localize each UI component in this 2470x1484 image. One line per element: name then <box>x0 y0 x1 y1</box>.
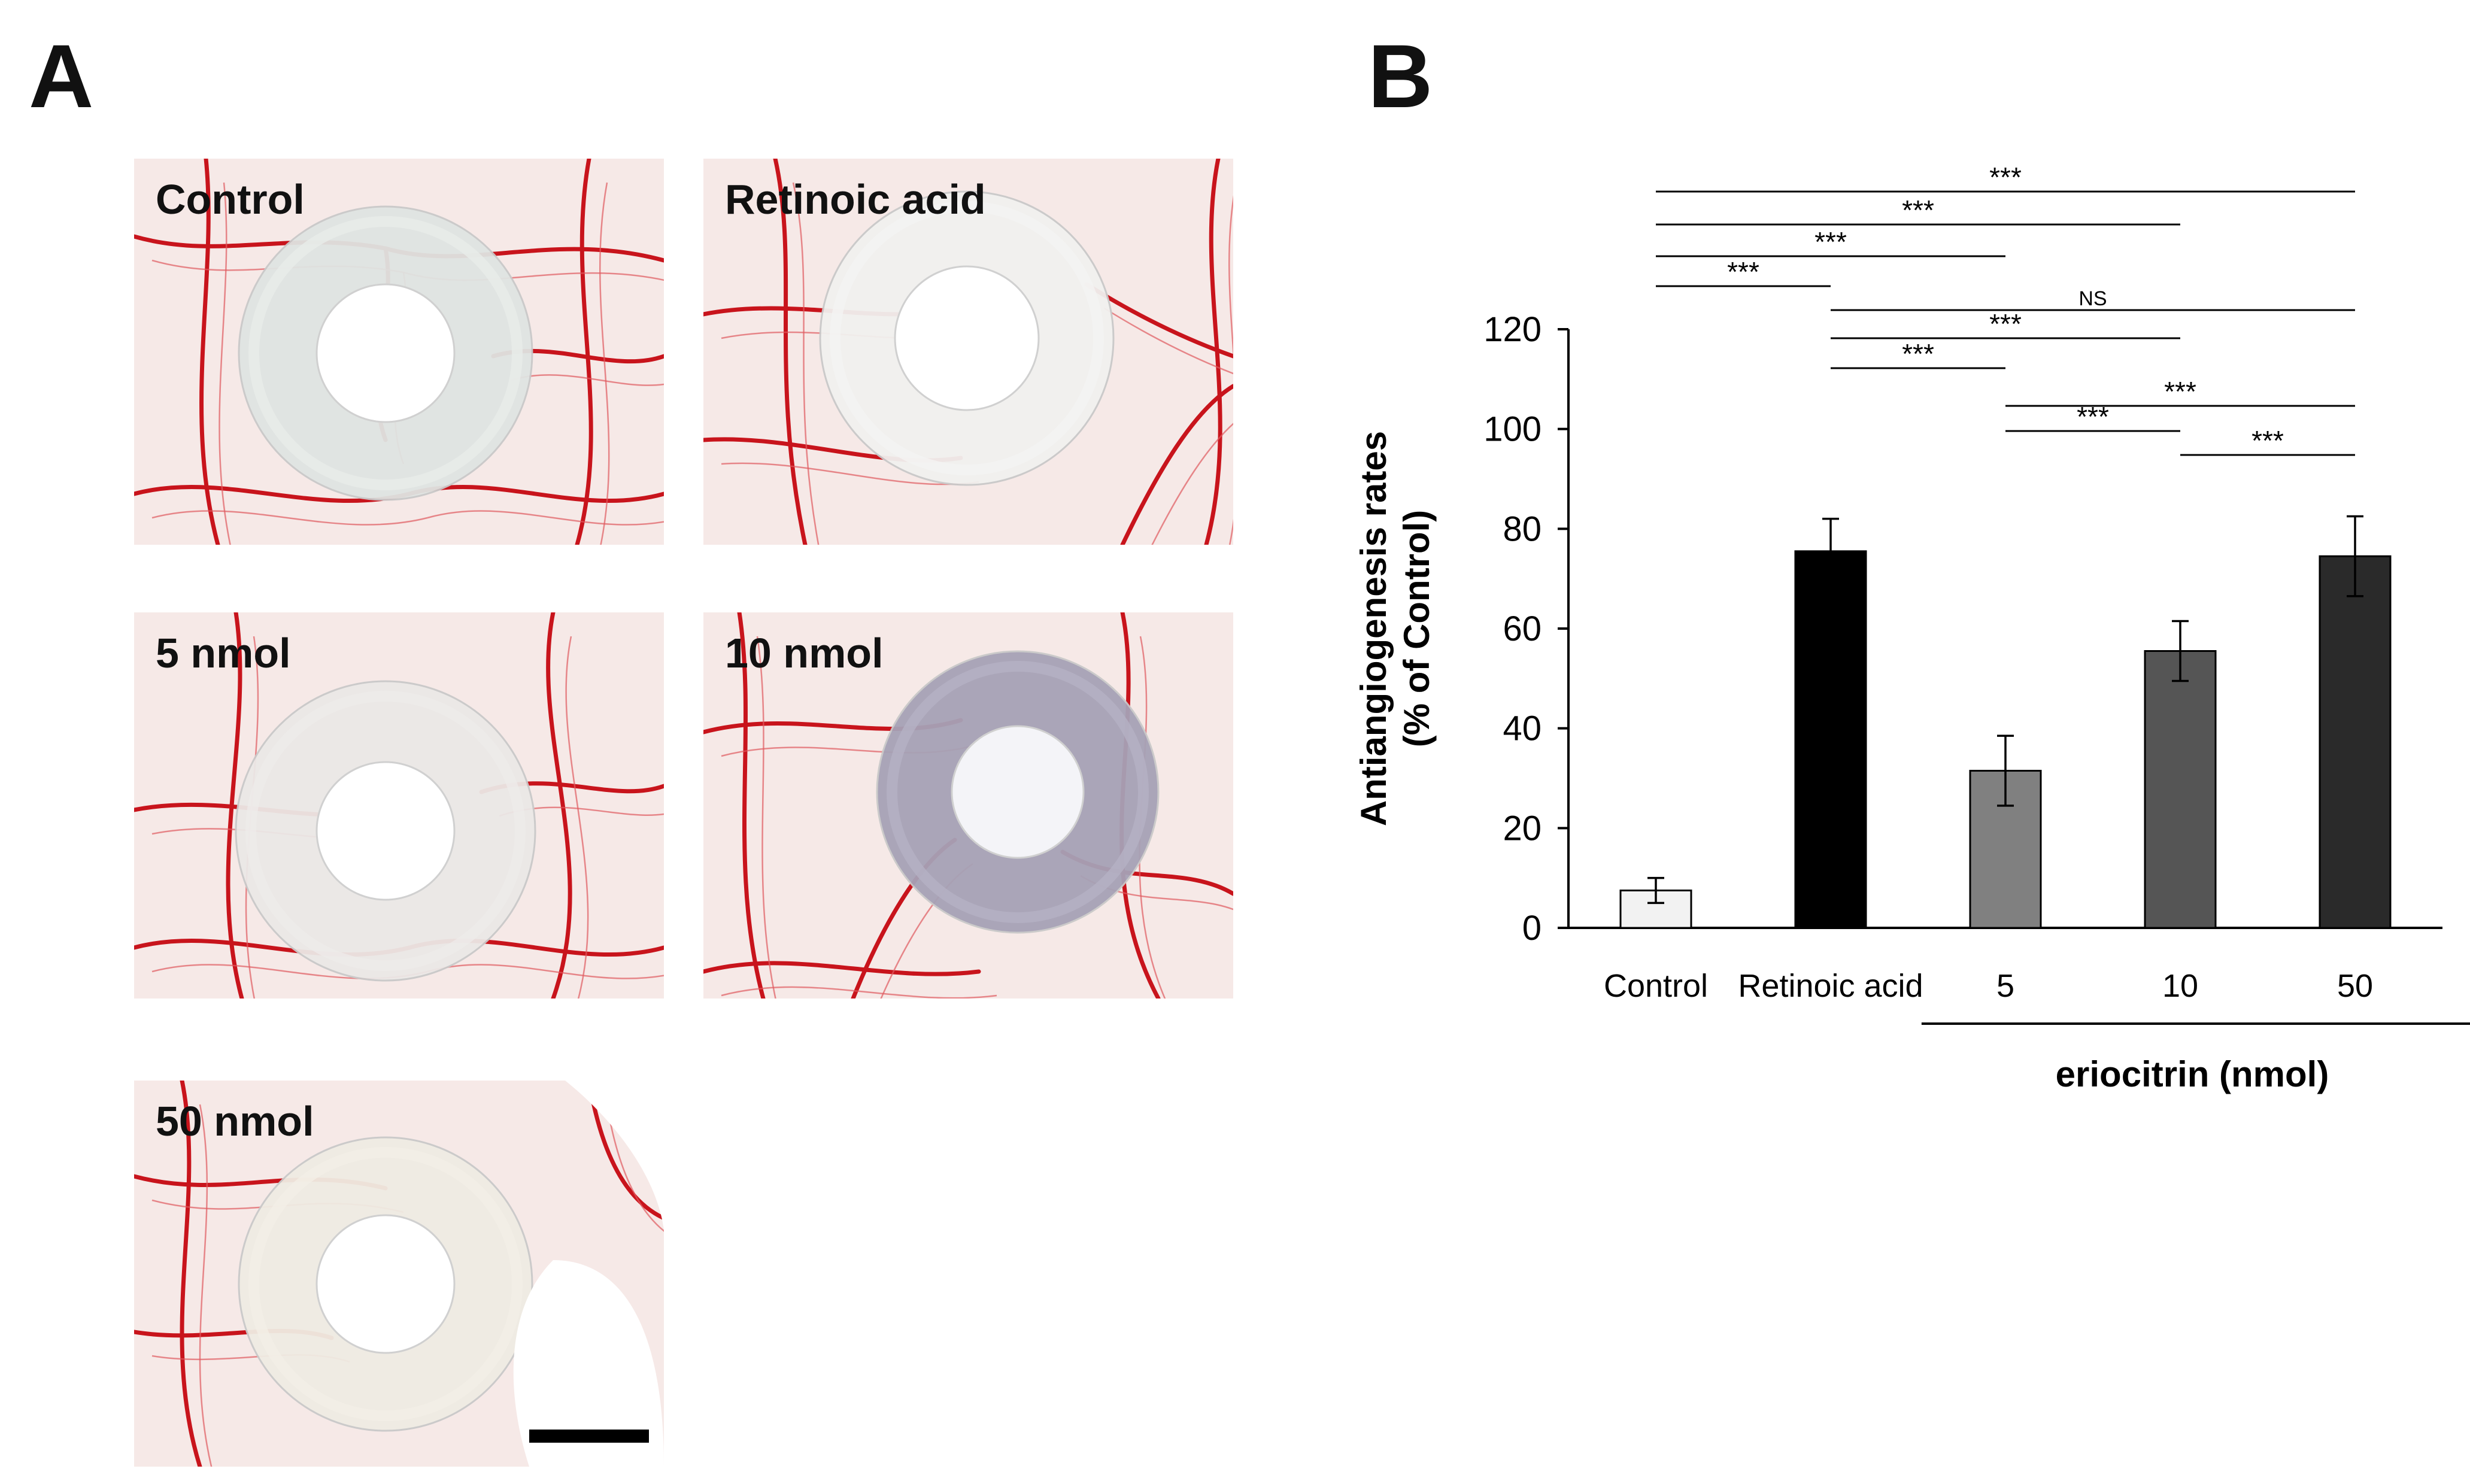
x-tick-label: 5 <box>1996 968 2014 1004</box>
photo-label: Retinoic acid <box>725 176 986 223</box>
significance-label: *** <box>1814 226 1847 257</box>
cam-photo-retinoic-acid: Retinoic acid <box>703 159 1233 545</box>
ring-center <box>315 1214 456 1354</box>
ring-highlight <box>248 1147 523 1421</box>
blood-vessel <box>546 612 572 999</box>
panel-letter-b: B <box>1368 26 1433 126</box>
significance-label: NS <box>2078 287 2107 310</box>
capillary <box>427 964 664 979</box>
cam-photo-50-nmol: 50 nmol <box>134 1081 664 1467</box>
capillary <box>1151 423 1233 545</box>
y-tick-label: 0 <box>1522 909 1542 948</box>
capillary <box>199 1104 213 1467</box>
bar-10 <box>2144 650 2217 929</box>
cam-photo-image <box>134 159 664 545</box>
y-tick-label: 20 <box>1503 809 1542 848</box>
y-tick-label: 120 <box>1483 310 1542 349</box>
bar-50 <box>2319 555 2392 929</box>
x-tick-label: 50 <box>2337 968 2373 1004</box>
photo-label: 5 nmol <box>156 630 291 676</box>
cam-photo-image <box>703 159 1233 545</box>
significance-label: *** <box>1902 195 1934 226</box>
significance-label: *** <box>1902 338 1934 369</box>
cam-photo-10-nmol: 10 nmol <box>703 612 1233 999</box>
panel-letter-a: A <box>29 26 94 126</box>
blood-vessel <box>587 1081 664 1221</box>
cam-photo-image <box>134 1081 664 1467</box>
blood-vessel <box>737 612 766 999</box>
ring-highlight <box>245 691 526 971</box>
significance-label: *** <box>2251 425 2284 456</box>
ring-highlight <box>248 216 523 490</box>
cam-photo-image <box>134 612 664 999</box>
blood-vessel <box>180 1081 202 1467</box>
ring-center <box>315 761 456 901</box>
significance-label: *** <box>1727 256 1759 287</box>
scale-bar <box>529 1430 649 1443</box>
x-tick-label: Control <box>1604 968 1708 1004</box>
y-tick-label: 100 <box>1483 410 1542 449</box>
blood-vessel <box>575 159 593 545</box>
cam-photo-image <box>703 612 1233 999</box>
significance-label: *** <box>1989 162 2022 193</box>
y-tick-label: 80 <box>1503 509 1542 548</box>
capillary <box>599 182 610 545</box>
photo-label: 10 nmol <box>725 630 884 676</box>
bar-retinoic-acid <box>1794 550 1867 929</box>
ring-center <box>951 725 1085 859</box>
significance-label: *** <box>1989 308 2022 339</box>
capillary <box>511 374 664 386</box>
group-label: eriocitrin (nmol) <box>2056 1054 2329 1094</box>
photo-label: 50 nmol <box>156 1098 314 1145</box>
capillary <box>606 1104 664 1232</box>
y-tick-label: 40 <box>1503 709 1542 748</box>
significance-label: *** <box>2164 376 2196 407</box>
capillary <box>219 182 231 545</box>
blood-vessel <box>199 159 220 545</box>
significance-label: *** <box>2077 401 2109 432</box>
x-tick-label: Retinoic acid <box>1738 968 1923 1004</box>
blood-vessel <box>134 484 412 503</box>
photo-label: Control <box>156 176 305 223</box>
capillary <box>151 510 428 526</box>
blood-vessel <box>1204 159 1222 545</box>
yolk-region <box>565 1081 664 1260</box>
y-tick-label: 60 <box>1503 609 1542 648</box>
capillary <box>1104 307 1233 375</box>
x-tick-label: 10 <box>2162 968 2198 1004</box>
ring-highlight <box>887 661 1149 923</box>
ring-center <box>894 265 1040 411</box>
cam-photo-control: Control <box>134 159 664 545</box>
y-axis-title-line2: (% of Control) <box>1397 510 1437 748</box>
capillary <box>756 636 776 999</box>
capillary <box>1228 195 1233 545</box>
capillary <box>721 986 997 999</box>
cam-photo-5-nmol: 5 nmol <box>134 612 664 999</box>
blood-vessel <box>773 159 808 545</box>
blood-vessel <box>226 612 244 999</box>
y-axis-title-line1: Antiangiogenesis rates <box>1354 431 1394 826</box>
blood-vessel <box>703 961 981 976</box>
capillary <box>565 636 589 999</box>
yolk-region <box>513 1260 664 1467</box>
ring-highlight <box>830 201 1104 475</box>
ring-center <box>315 283 456 423</box>
capillary <box>792 182 820 545</box>
capillary <box>427 510 664 526</box>
